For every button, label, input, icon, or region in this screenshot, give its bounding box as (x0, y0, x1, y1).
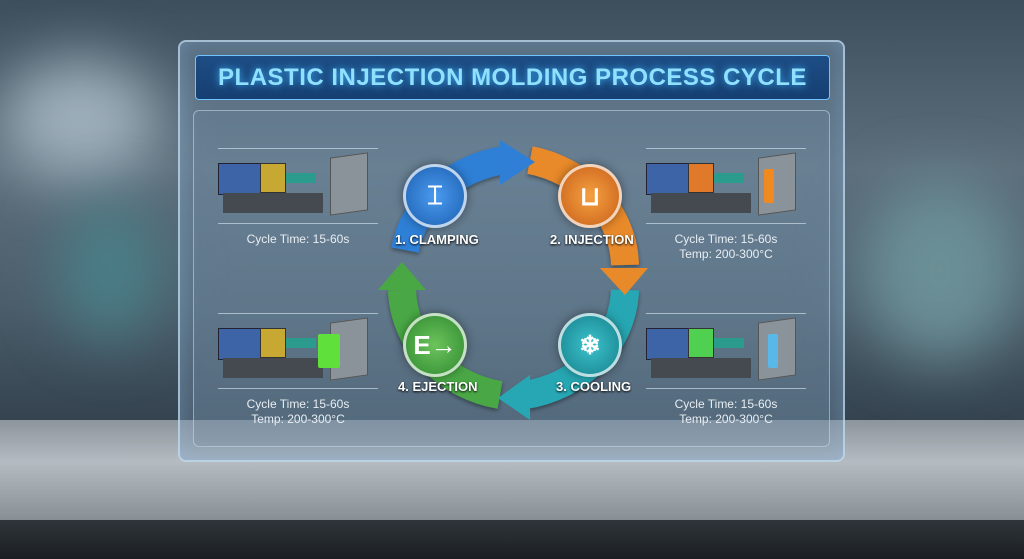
temperature: Temp: 200-300°C (679, 247, 773, 261)
injection-machine-image (646, 152, 806, 217)
snowflake-icon: ❄ (558, 313, 622, 377)
divider (218, 148, 378, 149)
arrowhead (500, 140, 535, 185)
stage-label-ejection: 4. EJECTION (398, 379, 478, 394)
card-caption: Cycle Time: 15-60s (246, 232, 350, 246)
arrowhead (498, 375, 530, 420)
arrowhead (378, 262, 426, 290)
injection-machine-image (646, 317, 806, 382)
table-edge (0, 520, 1024, 559)
eject-arrow-icon: E→ (403, 313, 467, 377)
divider (218, 388, 378, 389)
cycle-time: Cycle Time: 15-60s (246, 397, 350, 411)
injection-machine-image (218, 317, 378, 382)
divider (646, 223, 806, 224)
background-machine (860, 180, 1020, 360)
clamp-icon: ⌶ (403, 164, 467, 228)
divider (646, 148, 806, 149)
divider (646, 313, 806, 314)
cycle-time: Cycle Time: 15-60s (674, 232, 778, 246)
stage-label-cooling: 3. COOLING (556, 379, 632, 394)
page-title: PLASTIC INJECTION MOLDING PROCESS CYCLE (195, 55, 830, 100)
divider (218, 223, 378, 224)
temperature: Temp: 200-300°C (679, 412, 773, 426)
arrowhead (600, 268, 648, 295)
divider (646, 388, 806, 389)
background-machine (60, 200, 160, 340)
cycle-time: Cycle Time: 15-60s (674, 397, 778, 411)
temperature: Temp: 200-300°C (251, 412, 345, 426)
stage-label-injection: 2. INJECTION (550, 232, 634, 247)
pour-icon: ⊔ (558, 164, 622, 228)
background-light (0, 60, 160, 180)
stage-label-clamping: 1. CLAMPING (395, 232, 479, 247)
divider (218, 313, 378, 314)
machine-card-clamping: Cycle Time: 15-60s (218, 148, 378, 247)
injection-machine-image (218, 152, 378, 217)
